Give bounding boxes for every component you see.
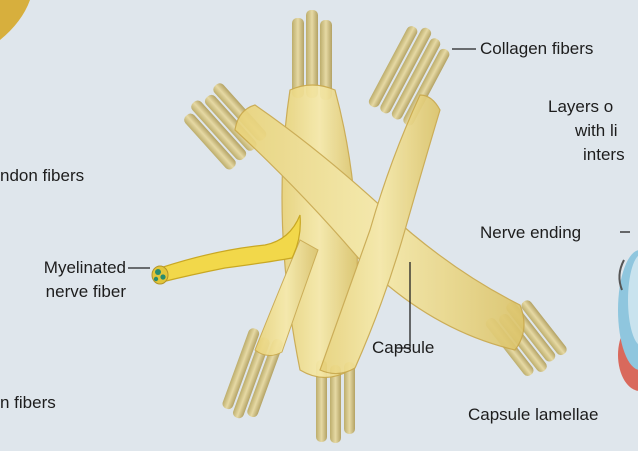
label-tendon-fibers: ndon fibers: [0, 166, 84, 186]
corner-tendon-shape: [0, 0, 30, 40]
label-bottom-fibers: n fibers: [0, 393, 56, 413]
label-nerve-ending: Nerve ending: [480, 223, 581, 243]
myelinated-nerve-fiber: [152, 215, 300, 284]
lamellated-capsule-shape: [618, 250, 638, 391]
label-collagen-fibers: Collagen fibers: [480, 39, 593, 59]
label-capsule: Capsule: [372, 338, 434, 358]
label-layers-line1: Layers o: [548, 97, 613, 117]
label-myelinated-line2: nerve fiber: [22, 282, 126, 302]
label-layers-line3: inters: [583, 145, 625, 165]
label-layers-line2: with li: [575, 121, 618, 141]
label-myelinated-line1: Myelinated: [22, 258, 126, 278]
label-capsule-lamellae: Capsule lamellae: [468, 405, 598, 425]
